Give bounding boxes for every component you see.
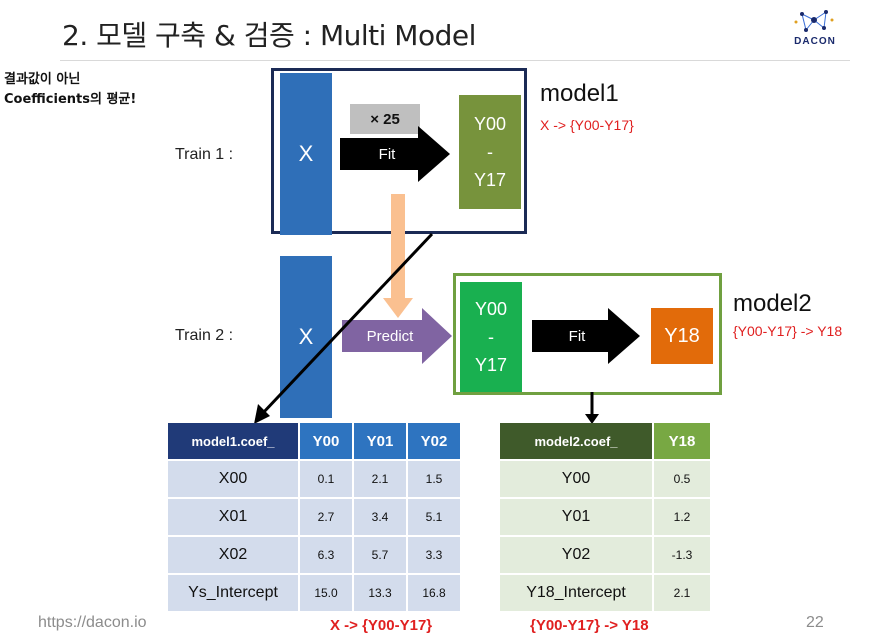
network-icon [794,10,834,32]
table-cell: 3.3 [408,537,460,573]
table-header: Y00 [300,423,352,459]
table-header: model2.coef_ [500,423,652,459]
table-cell: Y18_Intercept [500,575,652,611]
table-cell: 2.7 [300,499,352,535]
table-cell: 5.1 [408,499,460,535]
table-header-row: model1.coef_ Y00 Y01 Y02 [168,423,460,459]
predict-arrow [342,308,452,364]
table-cell: 6.3 [300,537,352,573]
table-header: Y18 [654,423,710,459]
fit-arrow-2 [532,308,640,364]
y-dash-label: - [487,142,493,162]
train1-label: Train 1 : [175,146,234,163]
table-cell: 16.8 [408,575,460,611]
table-cell: 5.7 [354,537,406,573]
dacon-logo [784,6,844,50]
table-row: Y02 -1.3 [500,537,710,573]
table-row: X02 6.3 5.7 3.3 [168,537,460,573]
times-25-label: × 25 [350,104,420,134]
table-row: Y18_Intercept 2.1 [500,575,710,611]
table-cell: X00 [168,461,298,497]
model2-desc: {Y00-Y17} -> Y18 [733,323,843,339]
footer-model1-caption: X -> {Y00-Y17} [330,617,433,634]
model2-name: model2 [733,290,812,317]
table-cell: X01 [168,499,298,535]
table-cell: Y02 [500,537,652,573]
side-note-line2: Coefficients의 평균! [4,92,137,107]
model1-output-block: Y00 - Y17 [459,95,521,209]
table-cell: 2.1 [354,461,406,497]
down-arrow-orange [383,194,413,318]
fit-label-2: Fit [568,327,586,345]
train1-x-block: X [280,73,332,235]
table-header: Y01 [354,423,406,459]
model2-to-table-arrow [585,392,599,424]
table-header-row: model2.coef_ Y18 [500,423,710,459]
page-number: 22 [806,614,824,631]
table-cell: Y00 [500,461,652,497]
table-row: Y01 1.2 [500,499,710,535]
y-top-label: Y00 [473,114,507,134]
side-note-line1: 결과값이 아닌 [4,72,81,87]
y-top-label: Y00 [474,299,508,319]
logo-text: DACON [794,36,836,47]
table-cell: 0.5 [654,461,710,497]
table-row: X00 0.1 2.1 1.5 [168,461,460,497]
fit-label-1: Fit [378,145,396,163]
table-cell: 3.4 [354,499,406,535]
table-header: Y02 [408,423,460,459]
table-cell: 1.2 [654,499,710,535]
table-row: Ys_Intercept 15.0 13.3 16.8 [168,575,460,611]
table-cell: 15.0 [300,575,352,611]
table-cell: X02 [168,537,298,573]
slide-title: 2. 모델 구축 & 검증 : Multi Model [62,19,476,52]
model1-coef-table: model1.coef_ Y00 Y01 Y02 X00 0.1 2.1 1.5… [166,421,462,613]
model2-coef-table: model2.coef_ Y18 Y00 0.5 Y01 1.2 Y02 -1.… [498,421,712,613]
model2-input-block: Y00 - Y17 [460,282,522,392]
footer-model2-caption: {Y00-Y17} -> Y18 [530,617,649,634]
table-cell: 0.1 [300,461,352,497]
side-note: 결과값이 아닌 Coefficients의 평균! [4,70,136,110]
table-cell: 2.1 [654,575,710,611]
model1-desc: X -> {Y00-Y17} [540,117,634,133]
table-header: model1.coef_ [168,423,298,459]
table-cell: -1.3 [654,537,710,573]
train2-label: Train 2 : [175,327,234,344]
train2-x-block: X [280,256,332,418]
table-row: X01 2.7 3.4 5.1 [168,499,460,535]
model2-box [453,273,722,395]
y-bottom-label: Y17 [473,170,507,190]
table-cell: Ys_Intercept [168,575,298,611]
footer-url[interactable]: https://dacon.io [38,614,147,631]
fit-arrow-1 [340,126,450,182]
table-row: Y00 0.5 [500,461,710,497]
y18-output-block: Y18 [651,308,713,364]
model1-name: model1 [540,80,619,107]
y-bottom-label: Y17 [474,355,508,375]
model1-to-table-arrow [254,232,434,424]
predict-label: Predict [366,327,414,345]
y-dash-label: - [488,327,494,347]
table-cell: Y01 [500,499,652,535]
title-divider [60,60,850,61]
table-cell: 13.3 [354,575,406,611]
table-cell: 1.5 [408,461,460,497]
